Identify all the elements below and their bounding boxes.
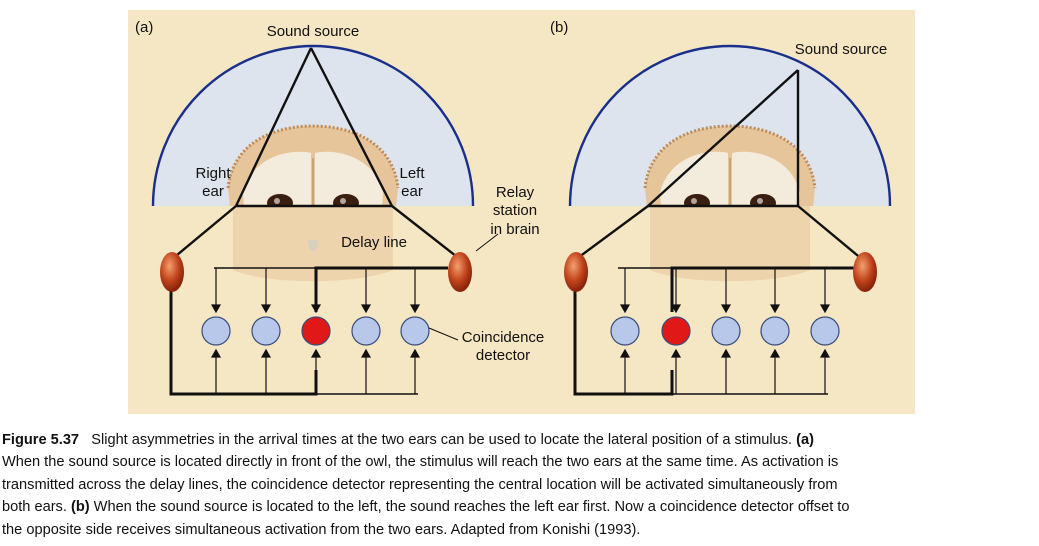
signal-arrow	[720, 348, 732, 358]
caption-a-marker: (a)	[796, 432, 814, 448]
relay-node-icon	[564, 252, 588, 292]
coincidence-detector-icon	[301, 316, 331, 346]
left-ear-label-1: Left	[399, 165, 425, 182]
coincidence-label-1: Coincidence	[462, 329, 545, 346]
figure-caption: Figure 5.37 Slight asymmetries in the ar…	[2, 429, 1034, 541]
signal-arrow	[260, 348, 272, 358]
figure-panel: (a) Sound source Right ear Left ear Rela…	[128, 10, 915, 414]
panel-b-sound-source-label: Sound source	[795, 41, 888, 58]
signal-arrow	[260, 304, 272, 314]
caption-line-3: transmitted across the delay lines, the …	[2, 476, 838, 493]
panel-b-arc	[568, 44, 892, 207]
signal-arrow	[619, 304, 631, 314]
coincidence-detector-icon	[201, 316, 231, 346]
coincidence-detector-icon	[610, 316, 640, 346]
coincidence-detector-icon	[661, 316, 691, 346]
caption-line-4-start: both ears.	[2, 499, 67, 516]
relay-label-3: in brain	[490, 221, 539, 238]
right-ear-label-1: Right	[195, 165, 231, 182]
relay-node-icon	[853, 252, 877, 292]
coincidence-detector-icon	[711, 316, 741, 346]
signal-arrow	[769, 304, 781, 314]
panel-a-sound-source-label: Sound source	[267, 23, 360, 40]
signal-arrow	[310, 348, 322, 358]
coincidence-detector-icon	[251, 316, 281, 346]
relay-label-1: Relay	[496, 184, 535, 201]
signal-arrow	[409, 348, 421, 358]
panel-a: (a) Sound source Right ear Left ear Rela…	[135, 19, 545, 396]
signal-arrow	[619, 348, 631, 358]
caption-line-1: Slight asymmetries in the arrival times …	[91, 432, 793, 448]
coincidence-detector-icon	[760, 316, 790, 346]
coincidence-label-2: detector	[476, 347, 530, 364]
caption-b-marker: (b)	[70, 499, 90, 516]
signal-arrow	[409, 304, 421, 314]
caption-label: Figure 5.37	[2, 432, 80, 448]
panel-b-tag: (b)	[550, 19, 568, 36]
coincidence-detector-icon	[351, 316, 381, 346]
caption-line-4-rest: When the sound source is located to the …	[93, 499, 850, 516]
relay-label-2: station	[493, 202, 537, 219]
coincidence-detector-icon	[400, 316, 430, 346]
panel-a-arc	[151, 44, 475, 207]
signal-arrow	[360, 348, 372, 358]
left-ear-label-2: ear	[401, 183, 423, 200]
caption-line-5: the opposite side receives simultaneous …	[2, 521, 641, 538]
relay-node-icon	[448, 252, 472, 292]
delay-line-label: Delay line	[341, 234, 407, 251]
signal-arrow	[670, 348, 682, 358]
coincidence-detector-icon	[810, 316, 840, 346]
signal-arrow	[720, 304, 732, 314]
signal-arrow	[360, 304, 372, 314]
caption-line-2: When the sound source is located directl…	[2, 454, 839, 471]
signal-arrow	[310, 304, 322, 314]
signal-arrow	[819, 348, 831, 358]
signal-arrow	[210, 348, 222, 358]
relay-node-icon	[160, 252, 184, 292]
signal-arrow	[210, 304, 222, 314]
right-ear-label-2: ear	[202, 183, 224, 200]
signal-arrow	[670, 304, 682, 314]
signal-arrow	[769, 348, 781, 358]
panel-a-tag: (a)	[135, 19, 153, 36]
signal-arrow	[819, 304, 831, 314]
figure-drawing: (a) Sound source Right ear Left ear Rela…	[135, 19, 892, 396]
panel-b: (b) Sound source	[550, 19, 892, 396]
